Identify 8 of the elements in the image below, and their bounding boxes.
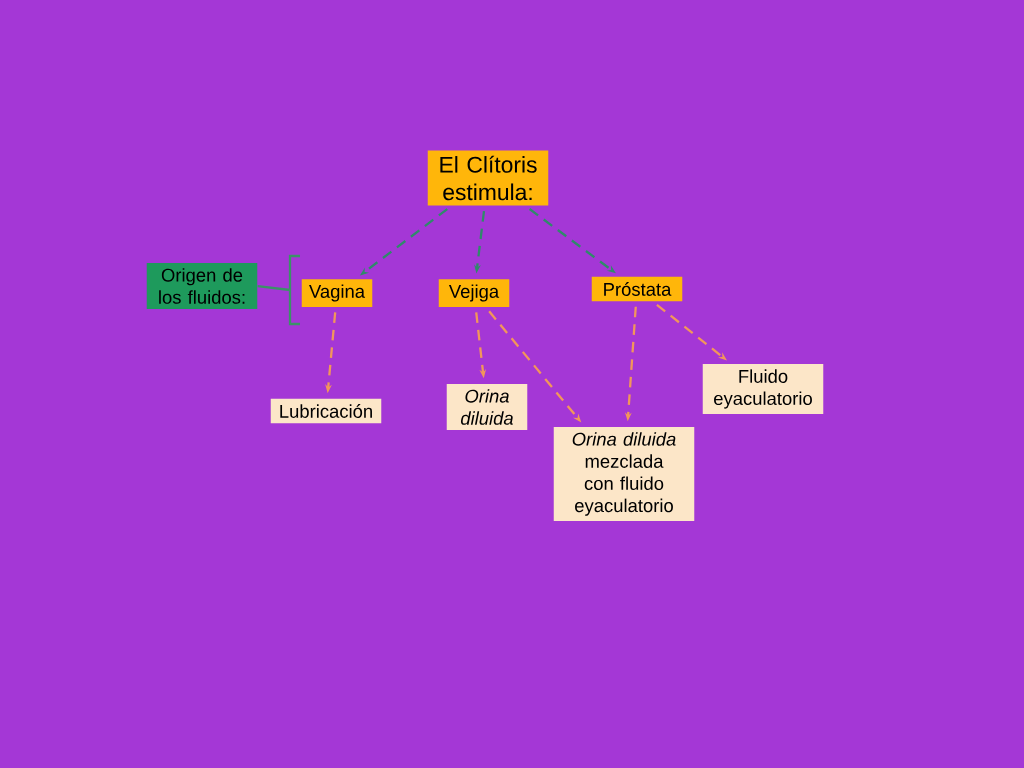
result-box: Fluido eyaculatorio — [702, 364, 824, 414]
title-box: El Clítoris estimula: — [427, 150, 549, 206]
label-box: Origen de los fluidos: — [146, 262, 258, 310]
organ-box: Vejiga — [438, 279, 510, 307]
result-box: Orina diluida — [446, 383, 528, 431]
organ-box: Vagina — [301, 279, 373, 307]
result-box: Orina diluida mezclada con fluido eyaculatorio — [553, 426, 695, 522]
result-box: Lubricación — [270, 398, 382, 424]
